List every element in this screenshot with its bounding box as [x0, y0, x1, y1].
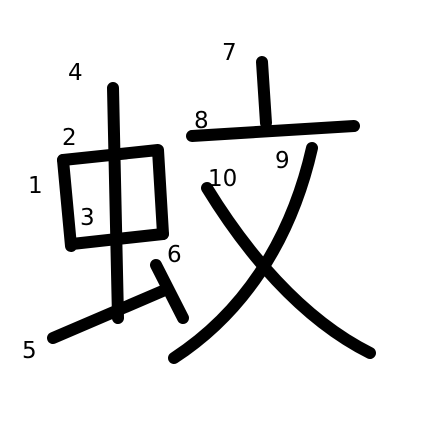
stroke-7	[256, 56, 272, 129]
stroke-10	[201, 182, 376, 359]
stroke-number-10: 10	[208, 166, 237, 192]
stroke-number-labels: 1 2 3 4 5 6 7 8 9 10	[22, 40, 290, 364]
stroke-number-6: 6	[167, 242, 182, 268]
stroke-2	[57, 144, 169, 240]
stroke-number-7: 7	[222, 40, 237, 66]
stroke-5	[47, 284, 171, 344]
stroke-6	[150, 259, 189, 324]
stroke-number-9: 9	[275, 148, 290, 174]
character-strokes	[47, 56, 376, 364]
stroke-number-3: 3	[80, 205, 95, 231]
stroke-4	[107, 82, 124, 324]
stroke-number-1: 1	[28, 173, 43, 199]
stroke-number-2: 2	[62, 125, 77, 151]
stroke-8	[186, 120, 360, 142]
stroke-number-8: 8	[194, 108, 209, 134]
stroke-number-4: 4	[68, 60, 83, 86]
stroke-9	[168, 142, 318, 364]
stroke-number-5: 5	[22, 338, 37, 364]
stroke-1	[57, 154, 77, 252]
